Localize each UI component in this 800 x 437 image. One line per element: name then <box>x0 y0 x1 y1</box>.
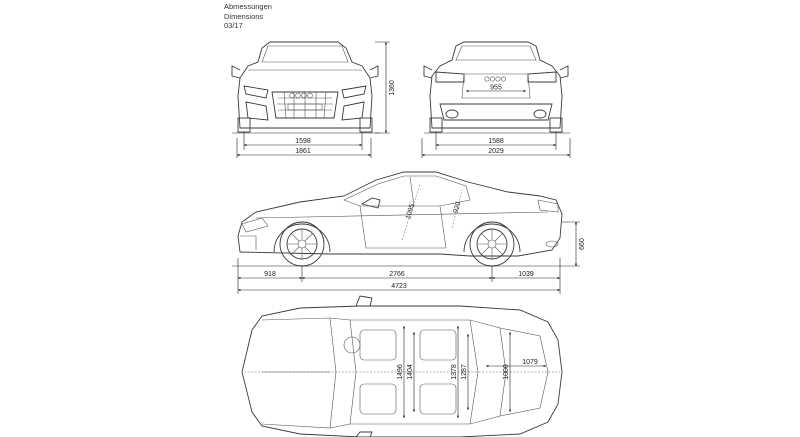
front-height-label: 1360 <box>389 80 396 96</box>
side-headroom-rear-label: 920 <box>453 201 463 214</box>
title-english: Dimensions <box>224 11 264 21</box>
rear-trunk-width-label: 955 <box>490 85 502 92</box>
front-track-label: 1598 <box>295 138 311 145</box>
document-header: Abmessungen Dimensions 03/17 <box>224 2 272 31</box>
top-shoulder-front-label: 1496 <box>397 364 404 380</box>
top-view: 1496 1404 1378 1287 1000 1079 <box>241 295 563 437</box>
side-headroom-front-label: 1095 <box>405 203 416 220</box>
top-trunk-length-label: 1079 <box>522 359 538 366</box>
side-load-height-label: 660 <box>579 238 586 250</box>
title-german: Abmessungen <box>224 2 272 11</box>
front-view: 1360 1598 1861 <box>231 41 396 158</box>
side-rear-overhang-label: 1039 <box>518 271 534 278</box>
rear-width-label: 2029 <box>488 148 504 155</box>
front-width-label: 1861 <box>295 148 311 155</box>
rear-view: 955 1588 2029 <box>421 41 571 158</box>
side-view: 1095 920 660 918 2766 1039 4723 <box>232 171 586 294</box>
side-wheelbase-label: 2766 <box>389 271 405 278</box>
side-length-label: 4723 <box>391 283 407 290</box>
date-label: 03/17 <box>224 21 243 30</box>
side-front-overhang-label: 918 <box>264 271 276 278</box>
rear-track-label: 1588 <box>488 138 504 145</box>
